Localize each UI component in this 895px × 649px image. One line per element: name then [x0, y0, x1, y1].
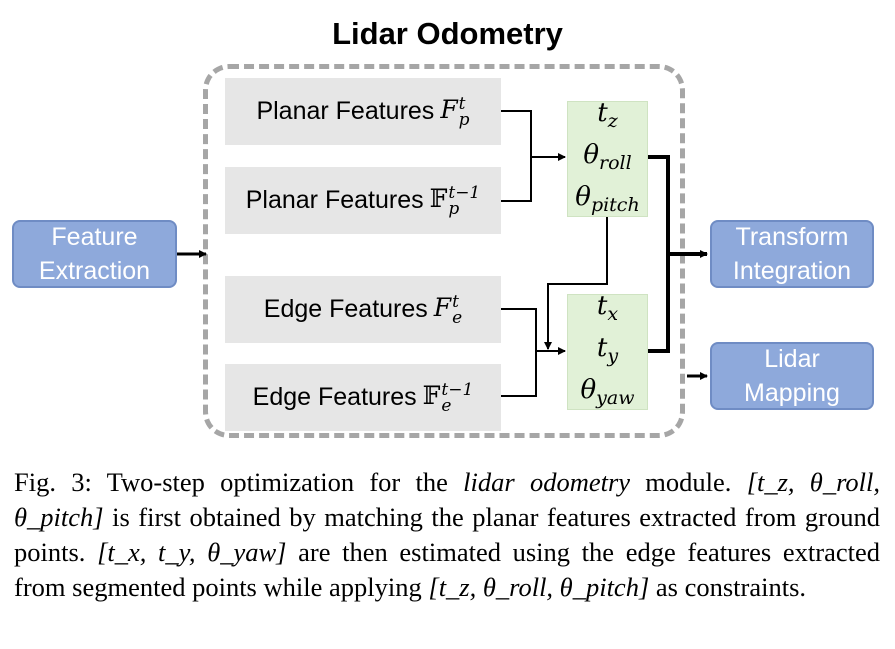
caption-part5: as constraints. [649, 572, 807, 602]
diagram-title: Lidar Odometry [332, 16, 563, 51]
step1-tz: tz [597, 97, 618, 132]
line-edge-inputs [501, 308, 537, 397]
step1-optimization-box: tz θroll θpitch [567, 98, 648, 217]
edge-features-previous-label: Edge Features [252, 383, 417, 411]
edge-features-current-label: Edge Features [263, 295, 428, 323]
caption-part1: Two-step optimization for the [91, 467, 464, 497]
transform-integration-line2: Integration [732, 257, 852, 285]
caption-vector2: [t_x, t_y, θ_yaw] [97, 537, 287, 567]
step1-theta-pitch: θpitch [575, 182, 640, 217]
transform-integration-box: Transform Integration [710, 220, 874, 288]
feature-extraction-line2: Extraction [38, 257, 151, 285]
step2-tx: tx [596, 290, 619, 325]
lidar-mapping-line1: Lidar [764, 345, 820, 373]
caption-part3: is first obtained by matching the planar… [14, 502, 880, 567]
caption-part4: are then estimated using the edge featur… [14, 537, 880, 602]
connectors [177, 110, 708, 397]
caption-part2: module. [630, 467, 747, 497]
lidar-mapping-line2: Mapping [744, 379, 840, 407]
step1-theta-roll: θroll [583, 139, 632, 175]
figure-caption: Fig. 3: Two-step optimization for the li… [14, 465, 880, 605]
caption-fig-label: Fig. 3: [14, 467, 92, 497]
feature-extraction-line1: Feature [51, 223, 138, 251]
caption-vector1: [t_z, θ_roll, θ_pitch] [14, 467, 881, 532]
step2-theta-yaw: θyaw [580, 375, 635, 410]
step2-optimization-box: tx ty θyaw [567, 291, 648, 410]
arrow-step1-constraint-to-step2 [544, 217, 608, 350]
transform-integration-line1: Transform [735, 223, 849, 251]
line-planar-current [501, 110, 532, 202]
planar-features-previous-label: Planar Features [245, 186, 424, 214]
lidar-mapping-box: Lidar Mapping [710, 342, 874, 410]
step2-ty: ty [596, 332, 619, 368]
line-step1-output [648, 155, 670, 353]
caption-module-name: lidar odometry [463, 467, 631, 497]
caption-vector3: [t_z, θ_roll, θ_pitch] [428, 572, 650, 602]
feature-extraction-box: Feature Extraction [12, 220, 177, 288]
planar-features-current-label: Planar Features [256, 97, 435, 125]
